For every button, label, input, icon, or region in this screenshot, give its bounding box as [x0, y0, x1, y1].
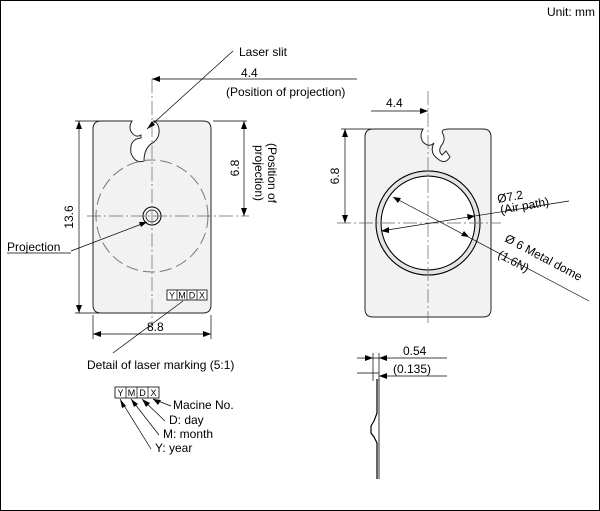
detail-char-d: D [139, 388, 146, 398]
projection-label: Projection [7, 240, 60, 254]
front-mark-char: M [178, 291, 186, 301]
unit-label: Unit: mm [547, 5, 595, 19]
marking-detail-leader [112, 300, 184, 354]
front-mark-char: D [189, 291, 196, 301]
side-dim-0-54: 0.54 [403, 344, 427, 358]
front-mark-char: Y [169, 291, 175, 301]
air-path-dim: Ø7.2 [496, 188, 524, 206]
front-mark-char: X [199, 291, 205, 301]
marking-detail-title: Detail of laser marking (5:1) [87, 358, 234, 372]
legend-day: D: day [169, 413, 204, 427]
rear-view: 4.4 6.8 Ø7.2 (Air path) Ø 6 Metal dome (… [328, 91, 590, 323]
detail-char-m: M [128, 388, 136, 398]
side-view: 0.54 (0.135) [357, 344, 447, 479]
projection-leader [70, 221, 148, 252]
rear-dim-6-8: 6.8 [328, 167, 342, 184]
front-laser-marking: Y M D X [166, 289, 208, 301]
detail-char-y: Y [117, 388, 123, 398]
position-of-projection-vertical-2: projection) [252, 145, 266, 201]
side-dim-0-135: (0.135) [393, 362, 431, 376]
legend-month: M: month [163, 427, 213, 441]
front-dim-6-8: 6.8 [228, 159, 242, 176]
side-profile-outline [370, 379, 378, 479]
legend-machine-no: Macine No. [173, 398, 234, 412]
front-dim-13-6: 13.6 [62, 205, 76, 229]
rear-dim-4-4: 4.4 [386, 96, 403, 110]
marking-detail: Detail of laser marking (5:1) Y M D X Ma… [87, 358, 234, 455]
position-of-projection-label: (Position of projection) [226, 85, 345, 99]
laser-slit-leader [146, 50, 234, 130]
leader-year [119, 398, 152, 450]
detail-char-x: X [150, 388, 156, 398]
front-dim-4-4: 4.4 [241, 66, 258, 80]
laser-slit-label: Laser slit [239, 45, 288, 59]
metal-dome-leader [392, 196, 590, 302]
front-dim-8-8: 8.8 [147, 320, 164, 334]
legend-year: Y: year [155, 441, 192, 455]
front-view: Y M D X Laser slit 4.4 (Position of proj… [7, 45, 357, 354]
position-of-projection-vertical-1: (Position of [265, 143, 279, 204]
